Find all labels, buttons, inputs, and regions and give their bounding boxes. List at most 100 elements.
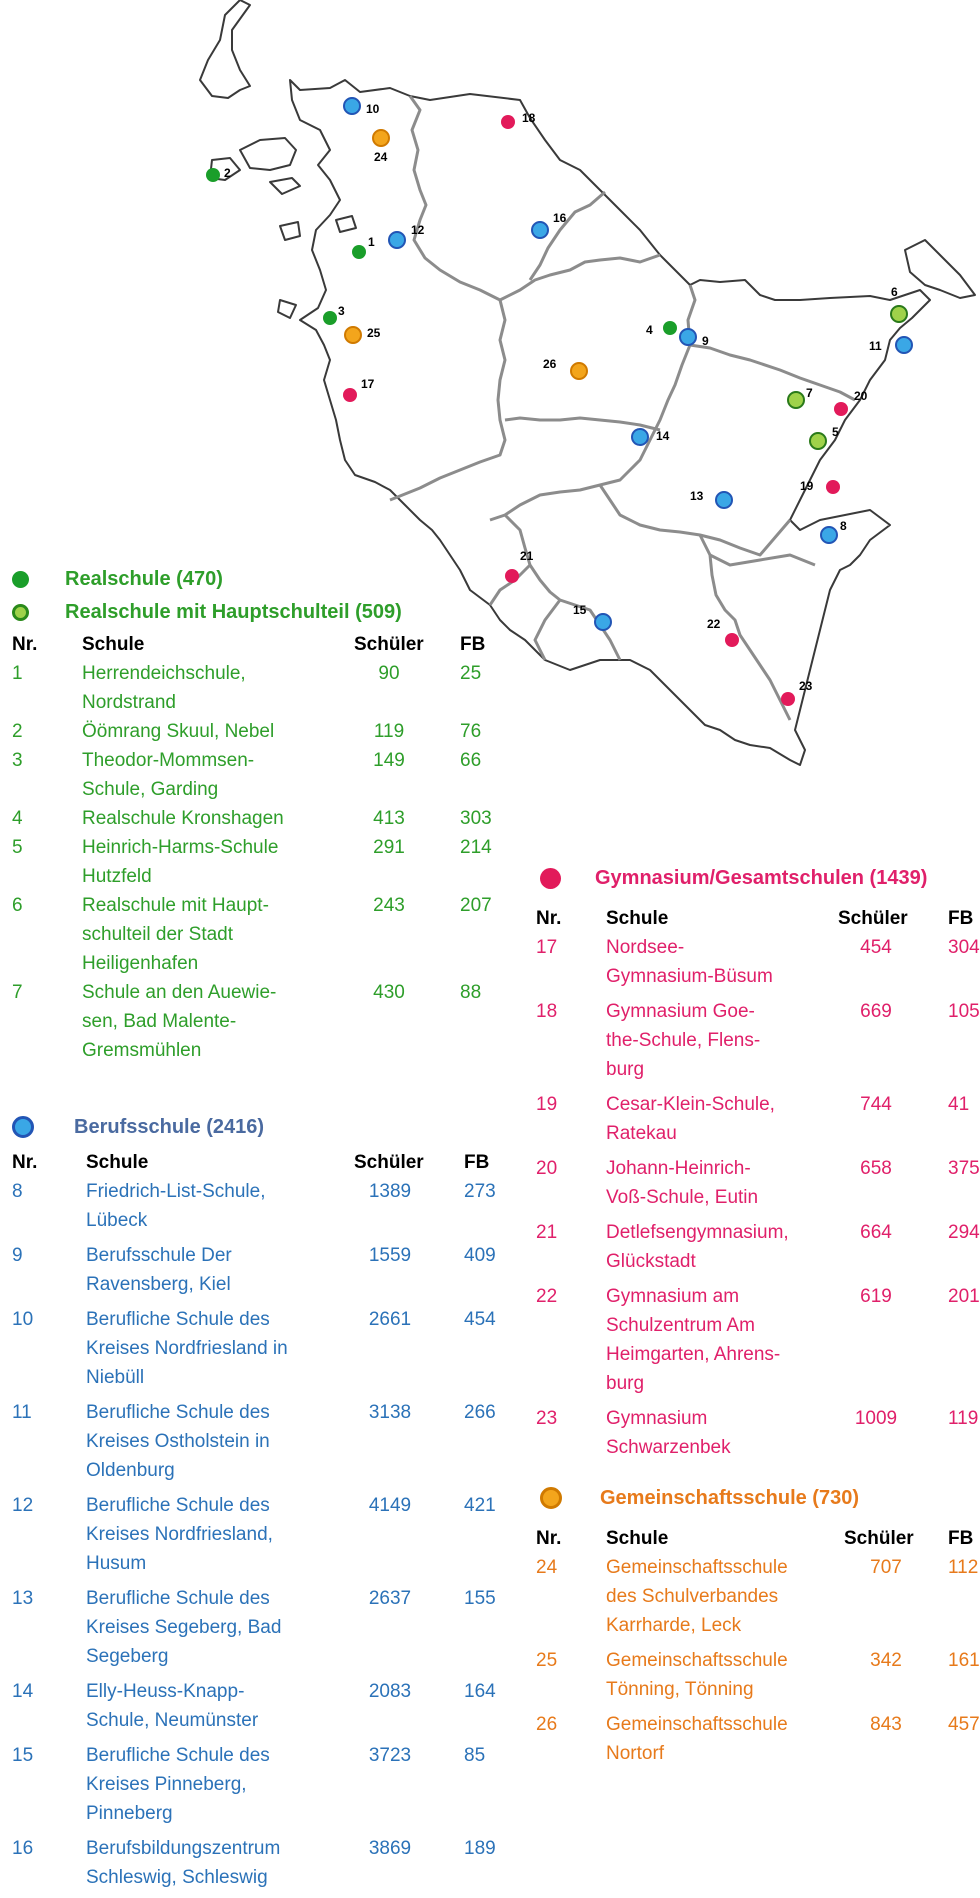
gymnasium-section: Gymnasium/Gesamtschulen (1439) Nr. Schul…	[524, 858, 980, 1468]
marker-23[interactable]: 23	[781, 679, 813, 706]
marker-19[interactable]: 19	[800, 479, 840, 494]
marker-9[interactable]: 9	[679, 328, 709, 348]
gemeinschaft-table-header: Nr. Schule Schüler FB	[536, 1528, 974, 1549]
marker-13[interactable]: 13	[690, 489, 733, 509]
gemeinschaft-title: Gemeinschaftsschule (730)	[600, 1486, 859, 1509]
cell-students: 744	[860, 1094, 892, 1115]
cell-fb: 85	[464, 1745, 486, 1766]
svg-text:3: 3	[338, 304, 345, 318]
cell-nr: 10	[12, 1309, 34, 1330]
svg-text:20: 20	[854, 389, 868, 403]
svg-text:12: 12	[411, 223, 425, 237]
cell-fb: 25	[460, 663, 482, 684]
cell-name: Friedrich-List-Schule, Lübeck	[86, 1181, 266, 1231]
svg-text:23: 23	[799, 679, 813, 693]
cell-students: 243	[373, 895, 405, 916]
cell-nr: 4	[12, 808, 23, 829]
cell-students: 90	[378, 663, 400, 684]
marker-6[interactable]: 6	[890, 285, 908, 323]
realschule-hs-ring-icon	[12, 603, 29, 621]
cell-students: 619	[860, 1286, 892, 1307]
cell-fb: 273	[464, 1181, 496, 1202]
marker-26[interactable]: 26	[543, 357, 588, 380]
cell-students: 707	[870, 1557, 902, 1578]
marker-14[interactable]: 14	[631, 428, 670, 446]
cell-students: 1009	[854, 1408, 898, 1429]
cell-name: Herrendeichschule, Nordstrand	[82, 663, 246, 713]
marker-10[interactable]: 10	[343, 97, 380, 116]
cell-students: 119	[373, 721, 405, 742]
cell-fb: 409	[464, 1245, 496, 1266]
cell-name: Gemeinschaftsschule des Schulverbandes K…	[606, 1557, 788, 1636]
svg-text:21: 21	[520, 549, 534, 563]
cell-students: 843	[870, 1714, 902, 1735]
realschule-hs-title: Realschule mit Hauptschulteil (509)	[65, 600, 402, 623]
cell-fb: 88	[460, 982, 482, 1003]
cell-students: 669	[860, 1001, 892, 1022]
cell-nr: 22	[536, 1286, 558, 1307]
marker-12[interactable]: 12	[388, 223, 425, 249]
svg-text:4: 4	[646, 323, 653, 337]
cell-students: 454	[860, 937, 892, 958]
marker-22[interactable]: 22	[707, 617, 739, 647]
marker-1[interactable]: 1	[352, 235, 375, 259]
cell-fb: 201	[948, 1286, 980, 1307]
marker-24[interactable]: 24	[372, 129, 390, 164]
marker-7[interactable]: 7	[787, 386, 813, 409]
cell-nr: 14	[12, 1681, 34, 1702]
cell-nr: 21	[536, 1222, 558, 1243]
table-row: 4 Realschule Kronshagen 413 303	[12, 804, 502, 833]
cell-name: Realschule Kronshagen	[82, 808, 284, 829]
gymnasium-heading: Gymnasium/Gesamtschulen (1439)	[524, 858, 980, 898]
marker-17[interactable]: 17	[343, 377, 375, 402]
svg-text:22: 22	[707, 617, 721, 631]
cell-students: 2661	[368, 1309, 412, 1330]
cell-nr: 17	[536, 937, 558, 958]
cell-students: 4149	[368, 1495, 412, 1516]
cell-students: 413	[373, 808, 405, 829]
marker-2[interactable]: 2	[206, 166, 231, 182]
cell-students: 3723	[368, 1745, 412, 1766]
cell-name: Realschule mit Haupt- schulteil der Stad…	[82, 895, 269, 974]
marker-18[interactable]: 18	[501, 111, 536, 129]
marker-25[interactable]: 25	[344, 326, 381, 344]
schleswig-holstein-map: 1 2 3 4 5 6 7 8 9 10 11 12 13 14 15 16 1…	[199, 0, 976, 766]
marker-3[interactable]: 3	[323, 304, 345, 325]
svg-text:5: 5	[832, 425, 839, 439]
cell-fb: 303	[460, 808, 492, 829]
cell-nr: 6	[12, 895, 23, 916]
svg-text:26: 26	[543, 357, 557, 371]
cell-fb: 112	[948, 1557, 979, 1578]
berufsschule-ring-icon	[12, 1116, 34, 1138]
cell-name: Gymnasium Goe- the-Schule, Flens- burg	[606, 1001, 761, 1080]
gymnasium-dot-icon	[540, 867, 561, 889]
marker-11[interactable]: 11	[869, 336, 913, 354]
cell-nr: 18	[536, 1001, 558, 1022]
cell-nr: 20	[536, 1158, 558, 1179]
marker-8[interactable]: 8	[820, 519, 847, 544]
gymnasium-table-header: Nr. Schule Schüler FB	[536, 908, 974, 929]
marker-5[interactable]: 5	[809, 425, 839, 450]
cell-name: Heinrich-Harms-Schule Hutzfeld	[82, 837, 279, 887]
cell-name: Berufliche Schule des Kreises Pinneberg,…	[86, 1745, 270, 1824]
marker-20[interactable]: 20	[834, 389, 868, 416]
marker-16[interactable]: 16	[531, 211, 567, 239]
realschule-dot-icon	[12, 570, 29, 588]
cell-students: 1389	[368, 1181, 412, 1202]
svg-text:8: 8	[840, 519, 847, 533]
cell-students: 664	[860, 1222, 892, 1243]
cell-name: Berufliche Schule des Kreises Nordfriesl…	[86, 1309, 288, 1388]
cell-nr: 2	[12, 721, 23, 742]
marker-21[interactable]: 21	[505, 549, 534, 583]
marker-15[interactable]: 15	[573, 603, 612, 631]
marker-4[interactable]: 4	[646, 321, 677, 337]
